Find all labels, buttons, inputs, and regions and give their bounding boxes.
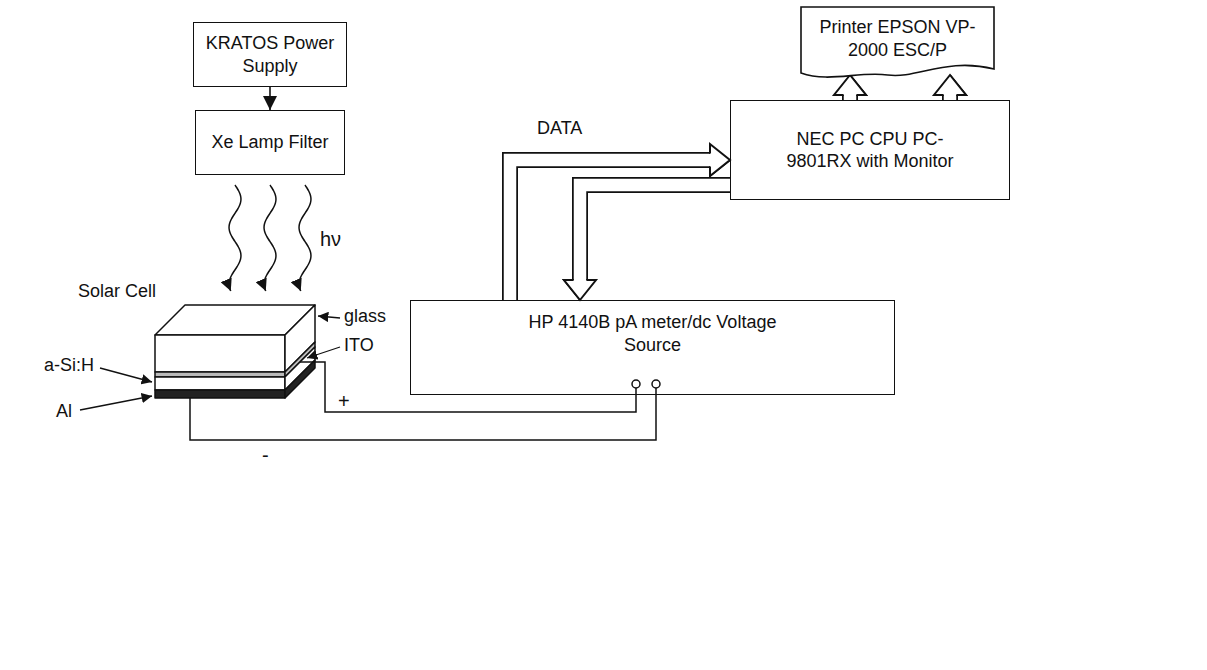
arrow-head-fill — [834, 75, 866, 95]
polarity-label: + — [338, 390, 350, 412]
part-label: Al — [56, 402, 72, 422]
plus-wire — [300, 362, 636, 412]
arrow-head-outline — [934, 75, 966, 95]
computer-box: NEC PC CPU PC-9801RX with Monitor — [730, 100, 1010, 200]
arrow-head — [564, 280, 596, 300]
power-supply-box: KRATOS Power Supply — [193, 22, 347, 87]
node-text: KRATOS Power Supply — [205, 32, 335, 77]
arrow-head-fill — [564, 280, 596, 300]
terminal — [632, 380, 640, 388]
node-text: Xe Lamp Filter — [211, 131, 328, 154]
data-arrow — [270, 87, 271, 110]
arrow-head-fill — [934, 75, 966, 95]
printer-document: Printer EPSON VP-2000 ESC/P — [800, 6, 995, 81]
meter-box: HP 4140B pA meter/dc Voltage Source — [410, 300, 895, 395]
asi-front — [155, 377, 285, 390]
arrow-head-outline — [834, 75, 866, 95]
light-ray — [229, 185, 241, 291]
arrow-shaft-fill — [580, 185, 730, 280]
leader-line — [318, 316, 340, 318]
leaders — [80, 316, 340, 410]
light-rays — [229, 185, 311, 291]
node-text: NEC PC CPU PC-9801RX with Monitor — [785, 128, 955, 173]
document-outline-path — [801, 7, 994, 77]
leader-line — [307, 347, 340, 358]
polarity-label: - — [262, 444, 269, 466]
photon-label: hν — [320, 228, 341, 250]
solar-cell — [155, 305, 315, 398]
leader-line — [100, 368, 152, 382]
data-arrow — [834, 75, 966, 100]
part-label: glass — [344, 307, 386, 327]
wires — [190, 362, 656, 440]
connector-line — [269, 87, 271, 110]
node-text: Printer EPSON VP-2000 ESC/P — [813, 16, 983, 61]
part-label: Solar Cell — [78, 282, 156, 302]
arrow-head — [834, 75, 866, 95]
glass-front — [155, 335, 285, 372]
arrow-shaft-outline — [580, 185, 730, 280]
terminal — [652, 380, 660, 388]
arrow-head — [934, 75, 966, 95]
minus-wire — [190, 388, 656, 440]
arrow-head-outline — [564, 280, 596, 300]
part-label: ITO — [344, 336, 374, 356]
data-arrow — [510, 144, 730, 300]
leader-line — [80, 396, 152, 410]
part-label: a-Si:H — [44, 356, 94, 376]
arrow-head-outline — [710, 144, 730, 176]
arrow-head — [710, 144, 730, 176]
node-text: HP 4140B pA meter/dc Voltage Source — [523, 311, 783, 356]
lamp-filter-box: Xe Lamp Filter — [195, 110, 345, 175]
al-front — [155, 390, 285, 398]
edge-label: DATA — [535, 118, 584, 139]
data-arrow — [564, 185, 730, 300]
light-ray — [264, 185, 276, 291]
arrow-head-fill — [710, 144, 730, 176]
al-side — [285, 360, 315, 398]
light-ray — [299, 185, 311, 291]
